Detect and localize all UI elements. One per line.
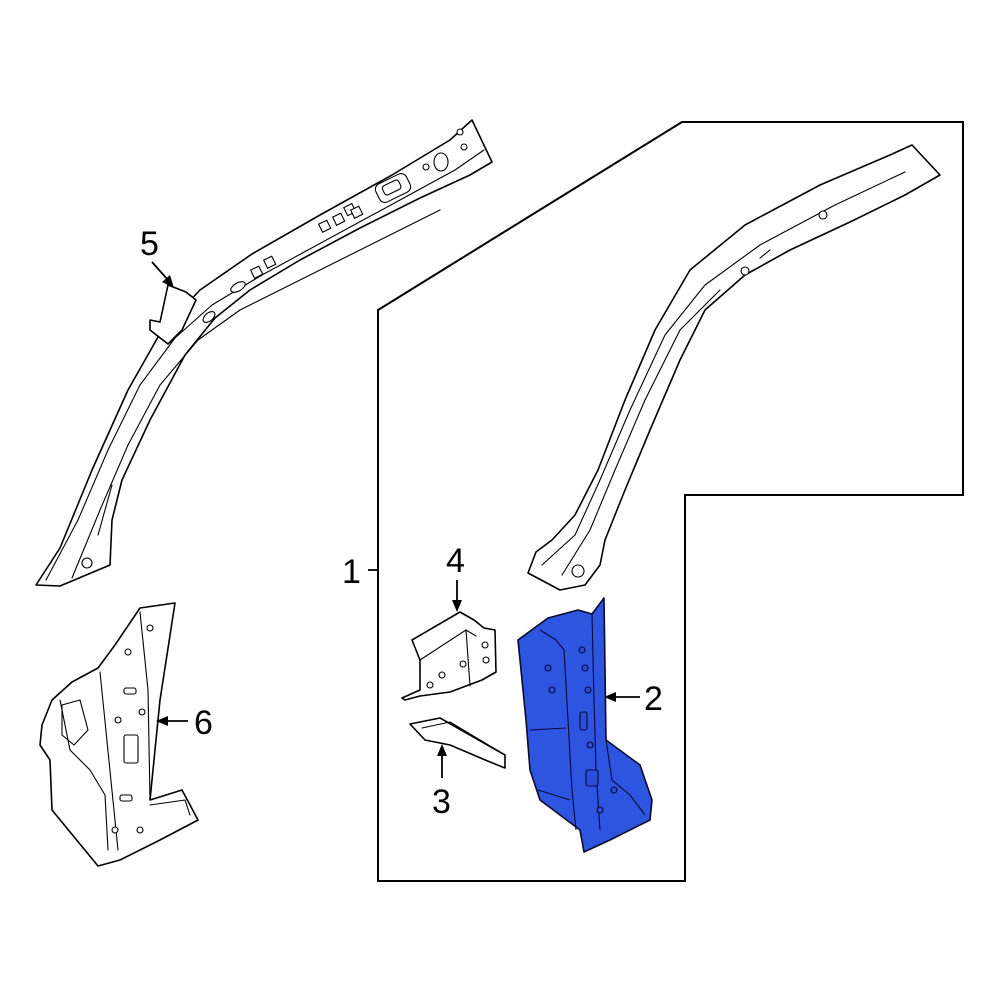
arrow-6 [156,716,168,726]
callout-3: 3 [432,783,451,821]
assembly-frame [377,121,964,882]
part-5-pillar[interactable] [35,119,493,587]
arrow-4 [452,600,462,612]
part-2-reinforcement-highlighted[interactable] [517,597,653,853]
arrow-5 [162,275,174,288]
callout-2: 2 [644,680,663,718]
callout-4: 4 [446,542,465,580]
part-3-plate[interactable] [409,717,506,769]
assembly-pillar[interactable] [527,144,941,591]
callout-6: 6 [194,704,213,742]
arrow-2 [604,692,616,702]
leader-5 [151,261,169,281]
callout-5: 5 [140,225,159,263]
callout-1: 1 [342,553,361,591]
arrow-3 [437,744,447,756]
leader-lines [151,261,640,778]
part-4-bracket[interactable] [401,611,497,701]
part-6-pillar-inner[interactable] [39,602,199,867]
